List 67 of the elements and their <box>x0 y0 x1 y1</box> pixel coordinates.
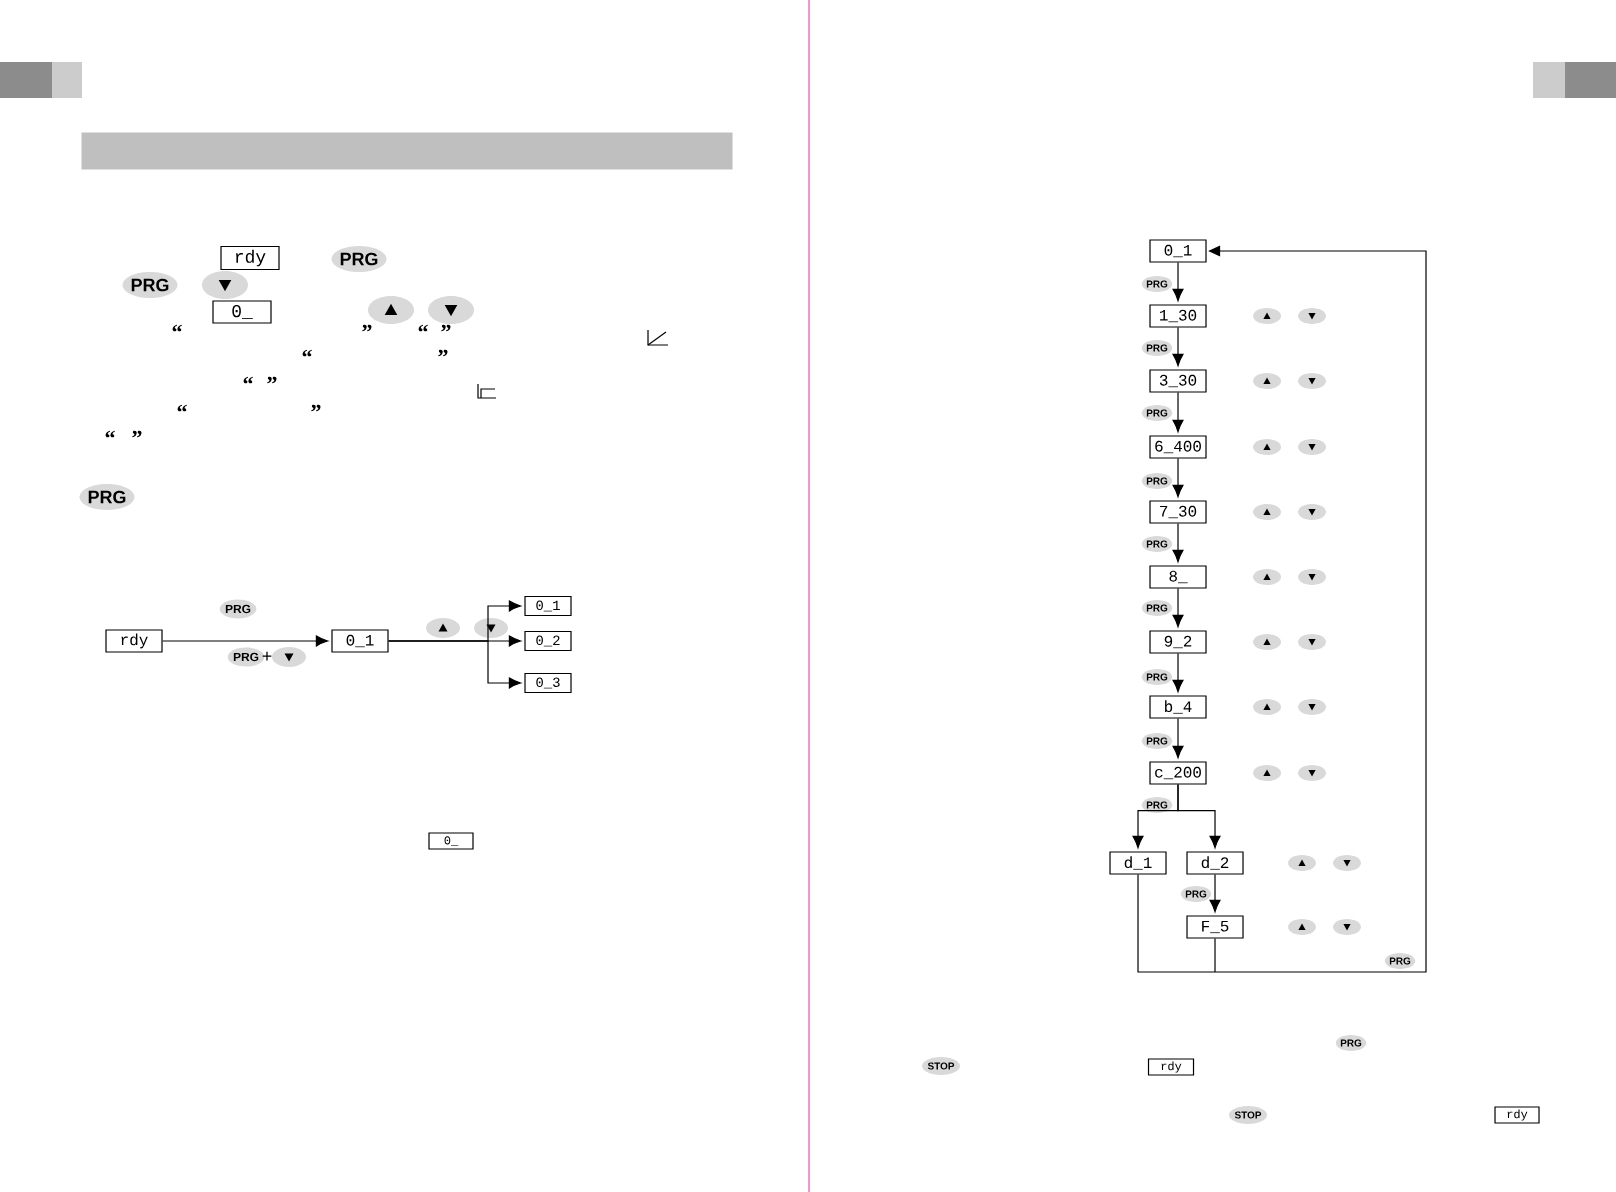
key-button: PRG <box>1180 886 1212 902</box>
key-button: PRG <box>1335 1035 1367 1051</box>
key-button: PRG <box>1141 797 1173 813</box>
quote-mark: ” <box>441 324 451 332</box>
key-button: PRG <box>1141 600 1173 616</box>
section-heading-bar <box>81 132 733 170</box>
display-panel: rdy <box>1494 1106 1540 1124</box>
display-panel: d_1 <box>1109 851 1167 875</box>
arrow <box>1172 523 1184 563</box>
display-panel: 0_ <box>428 832 474 850</box>
quote-mark: ” <box>311 404 321 412</box>
quote-mark: “ <box>105 430 115 438</box>
arrow <box>1137 245 1427 973</box>
display-panel: 0_ <box>212 300 272 324</box>
display-panel: 6_400 <box>1149 435 1207 459</box>
arrow <box>1172 588 1184 628</box>
quote-mark: “ <box>302 349 312 357</box>
arrow <box>1177 784 1221 849</box>
display-panel: 7_30 <box>1149 500 1207 524</box>
display-panel: rdy <box>105 629 163 653</box>
quote-mark: “ <box>172 324 182 332</box>
key-button: PRG <box>1141 473 1173 489</box>
quote-mark: “ <box>243 376 253 384</box>
display-panel: 0_1 <box>331 629 389 653</box>
display-panel: d_2 <box>1186 851 1244 875</box>
key-button: PRG <box>1141 340 1173 356</box>
quote-mark: “ <box>177 404 187 412</box>
key-button: PRG <box>219 599 257 619</box>
arrow <box>388 640 522 689</box>
display-panel: 0_1 <box>1149 239 1207 263</box>
arrow <box>1172 653 1184 693</box>
display-panel: 8_ <box>1149 565 1207 589</box>
key-button: PRG <box>122 272 178 298</box>
quote-mark: ” <box>438 349 448 357</box>
key-button: PRG <box>1141 405 1173 421</box>
arrow <box>1172 392 1184 433</box>
key-button: PRG <box>1141 276 1173 292</box>
display-panel: 0_1 <box>524 595 572 617</box>
key-button: STOP <box>921 1057 961 1075</box>
display-panel: F_5 <box>1186 915 1244 939</box>
display-panel: c_200 <box>1149 761 1207 785</box>
arrow <box>1209 874 1221 913</box>
display-panel: b_4 <box>1149 695 1207 719</box>
quote-mark: ” <box>267 376 277 384</box>
arrow <box>1172 718 1184 759</box>
display-panel: rdy <box>220 245 280 271</box>
arrow <box>1172 458 1184 498</box>
display-panel: 1_30 <box>1149 304 1207 328</box>
key-button: PRG <box>1141 669 1173 685</box>
quote-mark: ” <box>362 324 372 332</box>
plus-sign: + <box>262 651 272 661</box>
key-button: PRG <box>1384 953 1416 969</box>
arrow <box>1172 262 1184 302</box>
display-panel: 9_2 <box>1149 630 1207 654</box>
display-panel: 0_2 <box>524 630 572 652</box>
display-panel: rdy <box>1147 1058 1195 1076</box>
arrow <box>162 635 329 647</box>
key-button: PRG <box>331 246 387 272</box>
quote-mark: ” <box>132 430 142 438</box>
display-panel: 3_30 <box>1149 369 1207 393</box>
key-button: PRG <box>1141 733 1173 749</box>
quote-mark: “ <box>418 324 428 332</box>
key-button: PRG <box>79 484 135 510</box>
display-panel: 0_3 <box>524 672 572 694</box>
key-button: PRG <box>1141 536 1173 552</box>
arrow <box>1172 327 1184 367</box>
key-button: STOP <box>1228 1106 1268 1124</box>
